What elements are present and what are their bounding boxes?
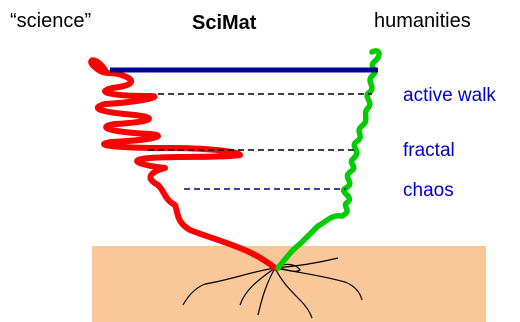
diagram-title: SciMat — [192, 12, 256, 35]
active-walk-label: active walk — [403, 85, 496, 107]
humanities-walk — [278, 51, 379, 268]
humanities-label: humanities — [374, 10, 471, 33]
science-walk — [91, 60, 275, 268]
fractal-label: fractal — [403, 140, 455, 162]
science-label: “science” — [10, 10, 91, 33]
chaos-label: chaos — [403, 180, 454, 202]
